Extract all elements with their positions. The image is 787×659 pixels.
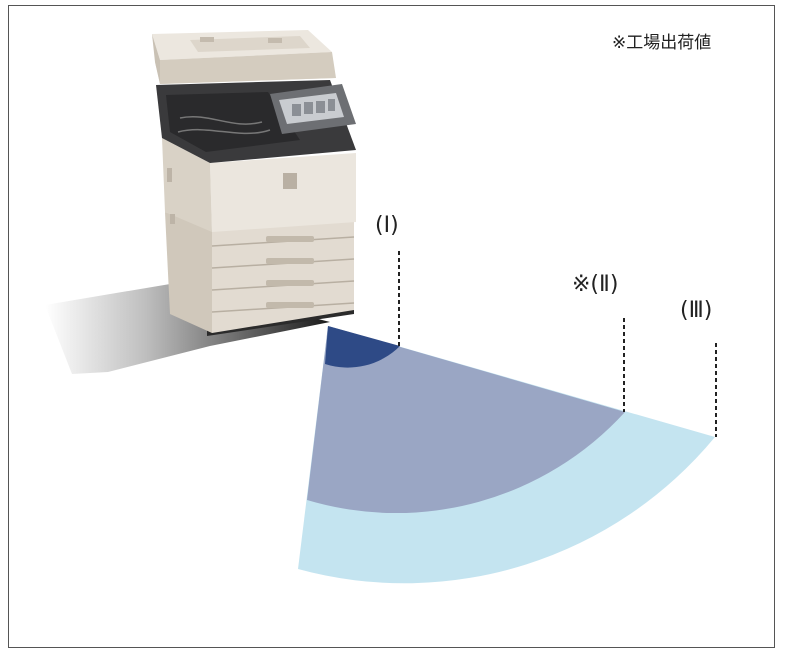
zone-1-sector: [325, 326, 400, 368]
factory-default-note: ※工場出荷値: [612, 33, 712, 53]
zone-2-label: ※(Ⅱ): [572, 272, 619, 297]
zone-1-label: (Ⅰ): [375, 213, 399, 238]
zone-3-label: (Ⅲ): [680, 298, 713, 323]
zone-2-sector: [307, 326, 625, 514]
multifunction-printer-icon: [152, 30, 356, 336]
